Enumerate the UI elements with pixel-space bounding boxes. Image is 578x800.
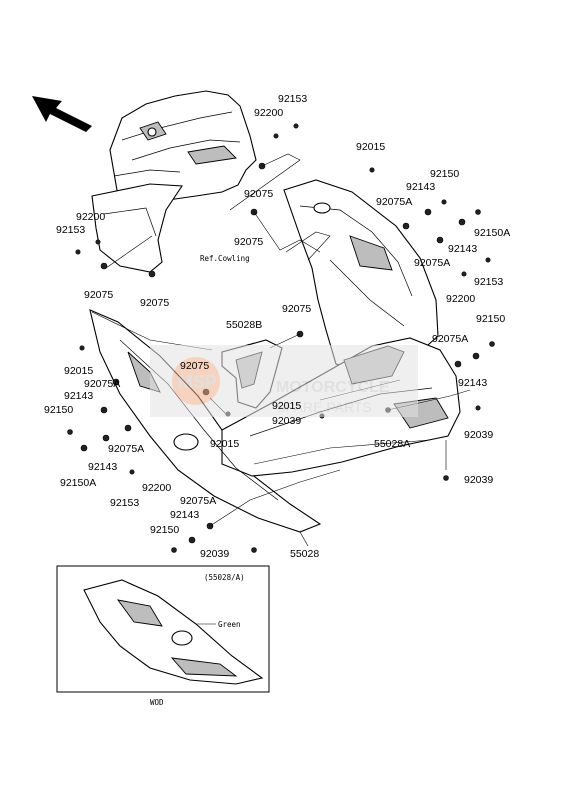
label-92075A-left: 92075A	[84, 378, 120, 390]
label-55028B: 55028B	[226, 319, 262, 331]
label-92150A-left: 92150A	[60, 477, 96, 489]
inset-variant-label: WOD	[150, 698, 164, 707]
label-92150-right-1: 92150	[430, 168, 459, 180]
label-92153-right: 92153	[474, 276, 503, 288]
label-92153-top: 92153	[278, 93, 307, 105]
front-direction-arrow	[32, 96, 92, 132]
label-92150A-right: 92150A	[474, 227, 510, 239]
label-92075-center-3: 92075	[180, 360, 209, 372]
label-92075A-right-2: 92075A	[414, 257, 450, 269]
inner-panel-left	[91, 183, 183, 273]
label-92075-mid: 92075	[282, 303, 311, 315]
watermark-line1: MOTORCYCLE	[276, 379, 390, 396]
label-92143-left-1: 92143	[64, 390, 93, 402]
label-92075-center-2: 92075	[234, 236, 263, 248]
label-92039-center: 92039	[272, 415, 301, 427]
watermark-logo: MSP	[178, 372, 217, 392]
label-92200-bottom: 92200	[142, 482, 171, 494]
label-92075-left-2: 92075	[140, 297, 169, 309]
label-92075-center-1: 92075	[244, 188, 273, 200]
label-92039-right-2: 92039	[464, 474, 493, 486]
label-92075-left-1: 92075	[84, 289, 113, 301]
label-92039-right-1: 92039	[464, 429, 493, 441]
label-92200-left: 92200	[76, 211, 105, 223]
label-92075A-bottom: 92075A	[180, 495, 216, 507]
label-92075A-right-3: 92075A	[432, 333, 468, 345]
part-labels: 92153 92200 92015 92150 92143 92075A 921…	[44, 93, 510, 560]
label-92150-left: 92150	[44, 404, 73, 416]
label-92143-bottom: 92143	[170, 509, 199, 521]
label-92200-right: 92200	[446, 293, 475, 305]
ref-cowling-label: Ref.Cowling	[200, 254, 250, 263]
inset-variant: (55028/A) Green WOD	[56, 565, 270, 707]
label-92039-bottom: 92039	[200, 548, 229, 560]
inset-code: (55028/A)	[204, 573, 245, 582]
label-92143-right-2: 92143	[448, 243, 477, 255]
label-92143-left-2: 92143	[88, 461, 117, 473]
label-55028A: 55028A	[374, 438, 410, 450]
watermark-line2: SPARE PARTS	[276, 399, 372, 415]
label-92143-right-3: 92143	[458, 377, 487, 389]
label-92015-left: 92015	[64, 365, 93, 377]
label-92153-left: 92153	[56, 224, 85, 236]
label-92150-right-2: 92150	[476, 313, 505, 325]
label-92200-top: 92200	[254, 107, 283, 119]
label-92150-bottom: 92150	[150, 524, 179, 536]
label-92015-center: 92015	[272, 400, 301, 412]
label-92153-bottom: 92153	[110, 497, 139, 509]
label-55028: 55028	[290, 548, 319, 560]
label-92015-right: 92015	[356, 141, 385, 153]
side-cowling-right	[283, 179, 439, 371]
inset-color-note: Green	[218, 620, 241, 629]
label-92015-center-2: 92015	[210, 438, 239, 450]
label-92075A-right-1: 92075A	[376, 196, 412, 208]
watermark: MSP MOTORCYCLE SPARE PARTS	[150, 345, 418, 417]
label-92143-right-1: 92143	[406, 181, 435, 193]
label-92075A-left-2: 92075A	[108, 443, 144, 455]
